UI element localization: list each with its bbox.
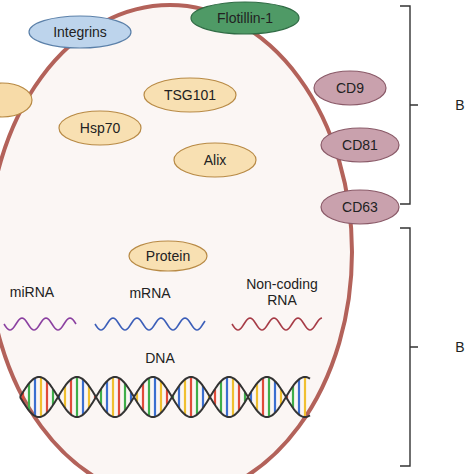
node-label: Flotillin-1 xyxy=(217,10,273,26)
base-pair xyxy=(256,383,258,410)
base-pair xyxy=(202,386,204,408)
ellipse-shape xyxy=(314,71,386,105)
base-pair xyxy=(292,386,294,408)
ellipse-shape xyxy=(144,78,236,112)
cut-off-protein xyxy=(0,83,32,117)
base-pair xyxy=(28,383,30,410)
protein-marker: TSG101 xyxy=(143,77,237,113)
dna-helix xyxy=(20,377,310,417)
base-pair xyxy=(160,381,162,413)
protein-marker: Hsp70 xyxy=(58,110,142,146)
base-pair xyxy=(274,381,276,413)
node-label: CD81 xyxy=(342,137,378,153)
text-label: mRNA xyxy=(110,285,190,301)
base-pair xyxy=(238,383,240,410)
base-pair xyxy=(142,383,144,410)
base-pair xyxy=(262,378,264,416)
dna-strand xyxy=(20,377,310,417)
base-pair xyxy=(88,386,90,408)
protein-marker: Integrins xyxy=(28,15,132,49)
base-pair xyxy=(46,381,48,413)
dna-strand xyxy=(20,377,310,417)
node-label: Alix xyxy=(204,152,227,168)
base-pair xyxy=(106,381,108,413)
node-label: Integrins xyxy=(53,24,107,40)
base-pair xyxy=(76,377,78,417)
protein-marker: CD9 xyxy=(313,70,387,106)
base-pair xyxy=(268,377,270,416)
base-pair xyxy=(178,386,180,408)
node-label: TSG101 xyxy=(164,87,216,103)
bracket xyxy=(400,228,418,466)
text-label: miRNA xyxy=(0,284,72,300)
ellipse-shape xyxy=(29,16,131,48)
rna-strands xyxy=(4,318,322,330)
text-label: Non-coding RNA xyxy=(240,276,324,308)
node-label: Protein xyxy=(146,248,190,264)
base-pair xyxy=(232,378,234,416)
protein-marker: Flotillin-1 xyxy=(190,1,300,35)
base-pair xyxy=(298,379,300,414)
base-pair xyxy=(118,378,120,416)
node-label: Hsp70 xyxy=(80,120,120,136)
base-pair xyxy=(190,377,192,417)
protein-marker: Protein xyxy=(128,240,208,272)
ellipse-shape xyxy=(59,111,141,145)
text-label: B xyxy=(445,97,474,113)
ellipse-shape xyxy=(129,241,207,271)
node-label: CD9 xyxy=(336,80,364,96)
base-pair xyxy=(148,378,150,416)
protein-marker: CD63 xyxy=(320,189,400,225)
node-label: CD63 xyxy=(342,199,378,215)
text-label: DNA xyxy=(130,350,190,366)
base-pair xyxy=(226,377,228,416)
base-pair xyxy=(34,378,36,416)
ellipse-shape xyxy=(321,190,399,224)
base-pair xyxy=(220,381,222,413)
base-pair xyxy=(64,386,66,408)
base-pair xyxy=(154,377,156,416)
rna-strand xyxy=(4,318,76,330)
ellipse-shape xyxy=(321,128,399,162)
rna-strand xyxy=(232,318,322,330)
base-pair xyxy=(124,383,126,410)
ellipse-shape xyxy=(174,143,256,177)
ellipse-shape xyxy=(191,2,299,34)
base-pair xyxy=(196,379,198,414)
base-pair xyxy=(304,377,306,417)
rna-strand xyxy=(95,318,205,330)
text-label: B xyxy=(445,339,474,355)
protein-marker: Alix xyxy=(173,142,257,178)
base-pair xyxy=(184,379,186,414)
base-pair xyxy=(40,377,42,416)
base-pair xyxy=(70,379,72,414)
protein-marker: CD81 xyxy=(320,127,400,163)
vesicle-membrane xyxy=(0,5,352,474)
base-pair xyxy=(82,379,84,414)
base-pair xyxy=(112,377,114,416)
bracket xyxy=(400,6,418,204)
